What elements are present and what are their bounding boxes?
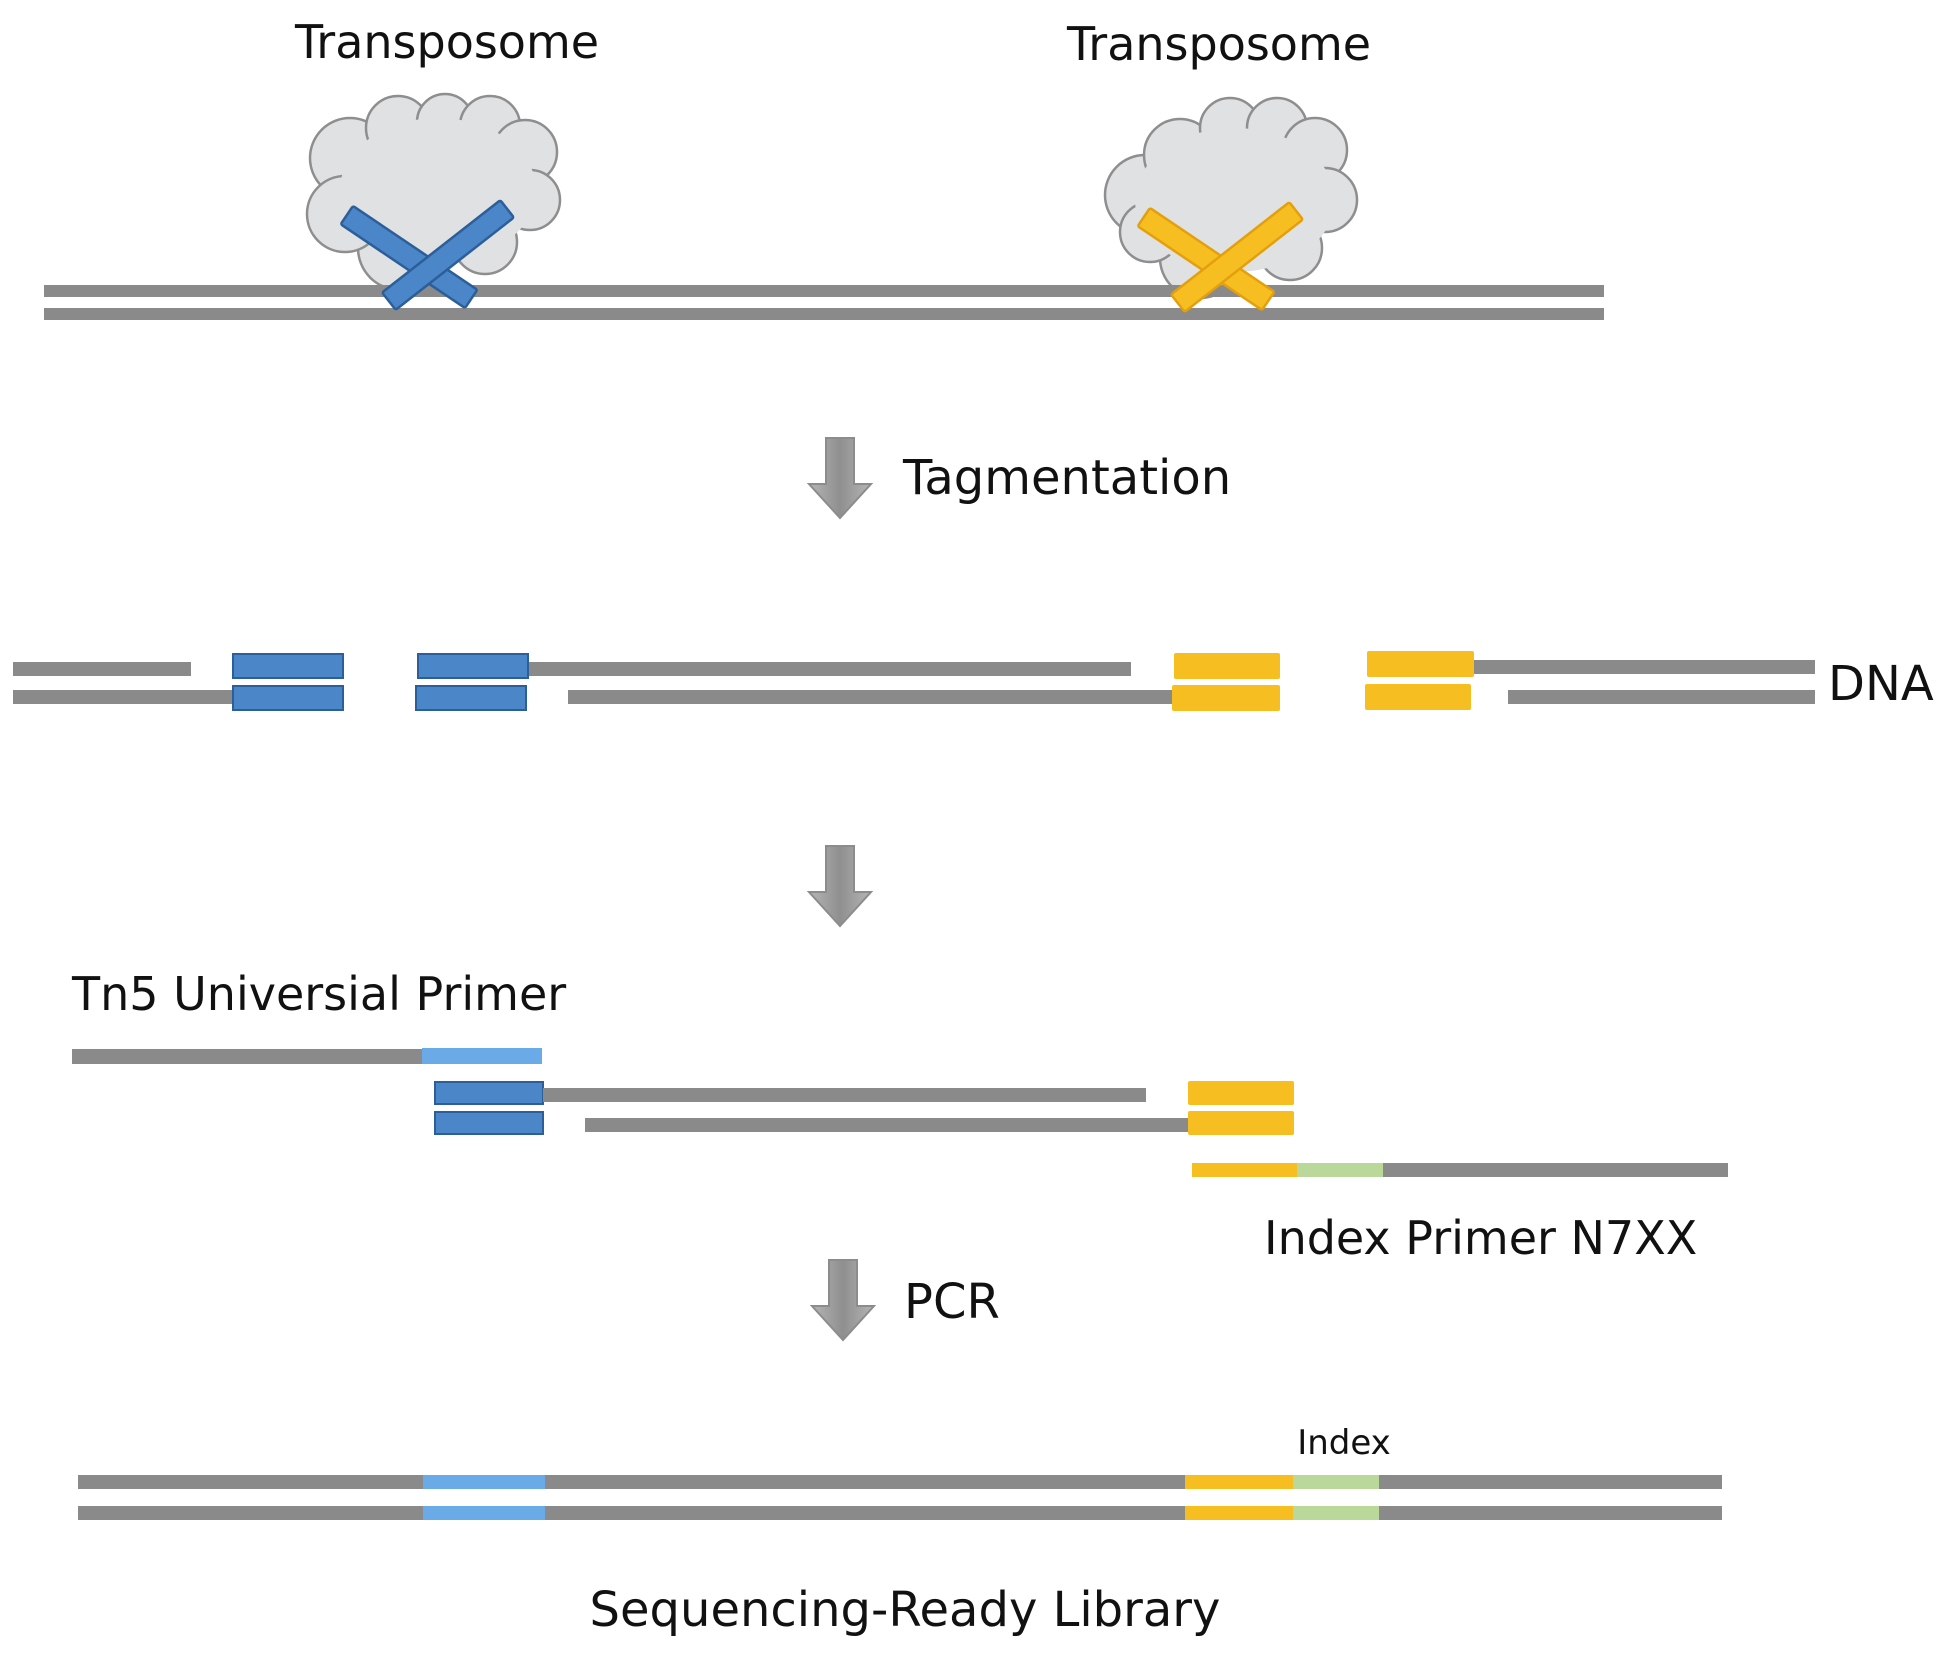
blue-adapter: [415, 685, 527, 711]
dna-fragment: [13, 690, 235, 704]
pcr-label: PCR: [904, 1274, 1000, 1330]
dna-fragment: [528, 662, 1131, 676]
primer-tail-strand: [1383, 1163, 1728, 1177]
index-primer-adapter-region: [1192, 1163, 1297, 1177]
tn5-primer-label: Tn5 Universial Primer: [71, 967, 566, 1021]
yellow-adapter: [1367, 651, 1474, 677]
dna-fragment: [13, 662, 191, 676]
blue-adapter: [232, 685, 344, 711]
blue-adapter-cross: [340, 199, 515, 311]
primer-tail-strand: [72, 1049, 422, 1064]
library-strand-segment: [545, 1475, 1185, 1489]
library-adapter-region: [1185, 1506, 1293, 1520]
library-strand-segment: [1379, 1506, 1722, 1520]
transposome-right-cloud-icon: [1103, 96, 1359, 300]
library-strand-segment: [1379, 1475, 1722, 1489]
library-tn5-region: [423, 1475, 545, 1489]
yellow-adapter: [1365, 684, 1471, 710]
stage-transposome-binding: Transposome Transposome: [44, 15, 1604, 320]
library-strand-segment: [78, 1506, 423, 1520]
yellow-adapter: [1174, 653, 1280, 679]
library-index-region: [1293, 1506, 1379, 1520]
dna-fragment: [543, 1088, 1146, 1102]
yellow-adapter-cross: [1137, 201, 1304, 313]
dna-label: DNA: [1828, 656, 1934, 712]
library-adapter-region: [1185, 1475, 1293, 1489]
library-tn5-region: [423, 1506, 545, 1520]
blue-adapter: [434, 1081, 544, 1105]
tagmentation-label: Tagmentation: [902, 450, 1231, 506]
stage-primer-annealing: Tn5 Universial Primer Index Primer N7XX: [71, 967, 1728, 1265]
library-index-region: [1293, 1475, 1379, 1489]
library-strand-segment: [545, 1506, 1185, 1520]
library-label: Sequencing-Ready Library: [590, 1582, 1221, 1638]
yellow-adapter: [1188, 1081, 1294, 1105]
down-arrow-icon: [806, 437, 874, 520]
transposome-right-label: Transposome: [1066, 17, 1371, 71]
yellow-adapter: [1188, 1111, 1294, 1135]
tn5-primer-binding-region: [422, 1048, 542, 1064]
dna-fragment: [585, 1118, 1188, 1132]
down-arrow-icon: [809, 1259, 877, 1342]
down-arrow-icon: [806, 845, 874, 928]
stage-fragmented-dna: DNA: [13, 651, 1934, 712]
dna-fragment: [1472, 660, 1815, 674]
yellow-adapter: [1172, 685, 1280, 711]
dna-fragment: [568, 690, 1174, 704]
library-strand-segment: [78, 1475, 423, 1489]
index-label: Index: [1297, 1423, 1391, 1463]
blue-adapter: [232, 653, 344, 679]
index-primer-label: Index Primer N7XX: [1264, 1211, 1697, 1265]
dna-top-strand: [44, 285, 1604, 297]
dna-bottom-strand: [44, 308, 1604, 320]
blue-adapter: [417, 653, 529, 679]
dna-fragment: [1508, 690, 1815, 704]
stage-sequencing-library: Index Sequencing-Ready Library: [78, 1423, 1722, 1638]
transposome-left-label: Transposome: [294, 15, 599, 69]
index-sequence-region: [1297, 1163, 1383, 1177]
blue-adapter: [434, 1111, 544, 1135]
